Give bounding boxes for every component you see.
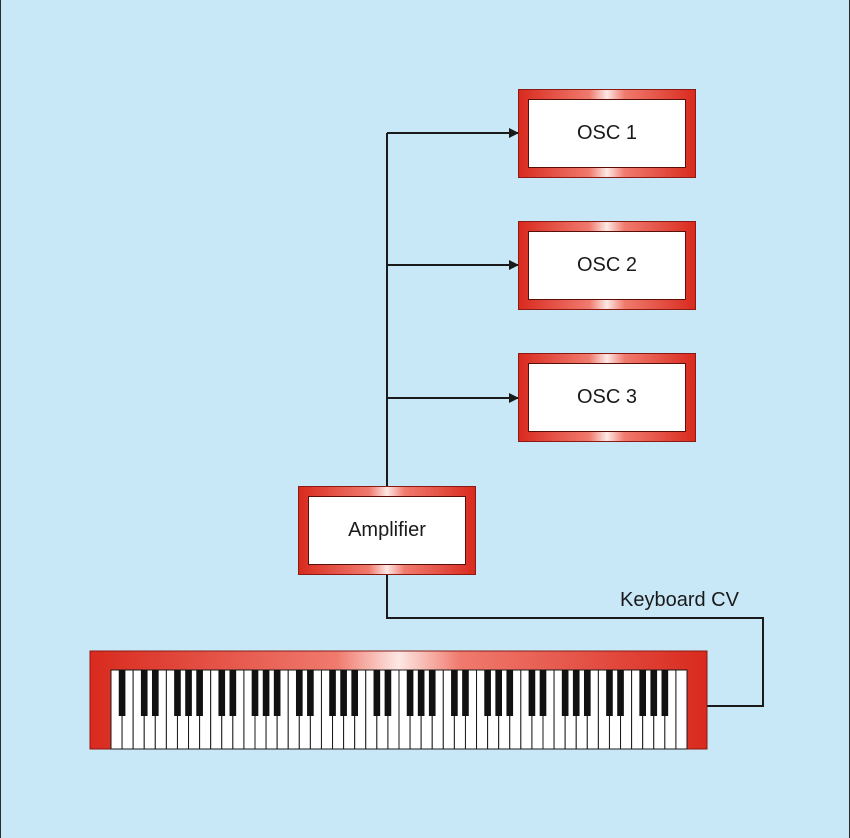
keyboard-cv-label: Keyboard CV [620, 589, 739, 611]
keyboard-cv-line [386, 574, 764, 707]
black-key [174, 670, 181, 716]
black-key [583, 670, 591, 716]
black-key [406, 670, 414, 716]
amplifier-label: Amplifier [308, 496, 466, 565]
black-key [262, 670, 270, 716]
keyboard [89, 650, 708, 750]
black-key [307, 670, 314, 716]
black-key [185, 670, 192, 716]
osc-1-box: OSC 1 [518, 89, 696, 178]
osc-2-label: OSC 2 [528, 231, 686, 300]
black-key [273, 670, 281, 716]
black-key [351, 670, 359, 716]
black-key [384, 670, 392, 716]
black-key [329, 670, 336, 716]
black-key [462, 670, 469, 716]
black-key [140, 670, 148, 716]
osc-2-box: OSC 2 [518, 221, 696, 310]
black-key [417, 670, 425, 716]
amplifier-box: Amplifier [298, 486, 476, 575]
black-key [572, 670, 580, 716]
keyboard-black-keys [118, 670, 669, 716]
black-key [151, 670, 159, 716]
black-key [661, 670, 669, 716]
black-key [251, 670, 259, 716]
black-key [617, 670, 624, 716]
black-key [218, 670, 226, 716]
white-key [675, 669, 688, 750]
black-key [495, 670, 503, 716]
osc-3-label: OSC 3 [528, 363, 686, 432]
black-key [373, 670, 381, 716]
black-key [118, 670, 126, 716]
black-key [606, 670, 613, 716]
osc-3-box: OSC 3 [518, 353, 696, 442]
black-key [506, 670, 514, 716]
black-key [650, 670, 658, 716]
black-key [484, 670, 491, 716]
black-key [639, 670, 647, 716]
black-key [528, 670, 536, 716]
black-key [295, 670, 303, 716]
black-key [340, 670, 347, 716]
black-key [196, 670, 203, 716]
black-key [229, 670, 237, 716]
black-key [561, 670, 569, 716]
black-key [451, 670, 458, 716]
osc-1-label: OSC 1 [528, 99, 686, 168]
black-key [428, 670, 436, 716]
black-key [539, 670, 547, 716]
